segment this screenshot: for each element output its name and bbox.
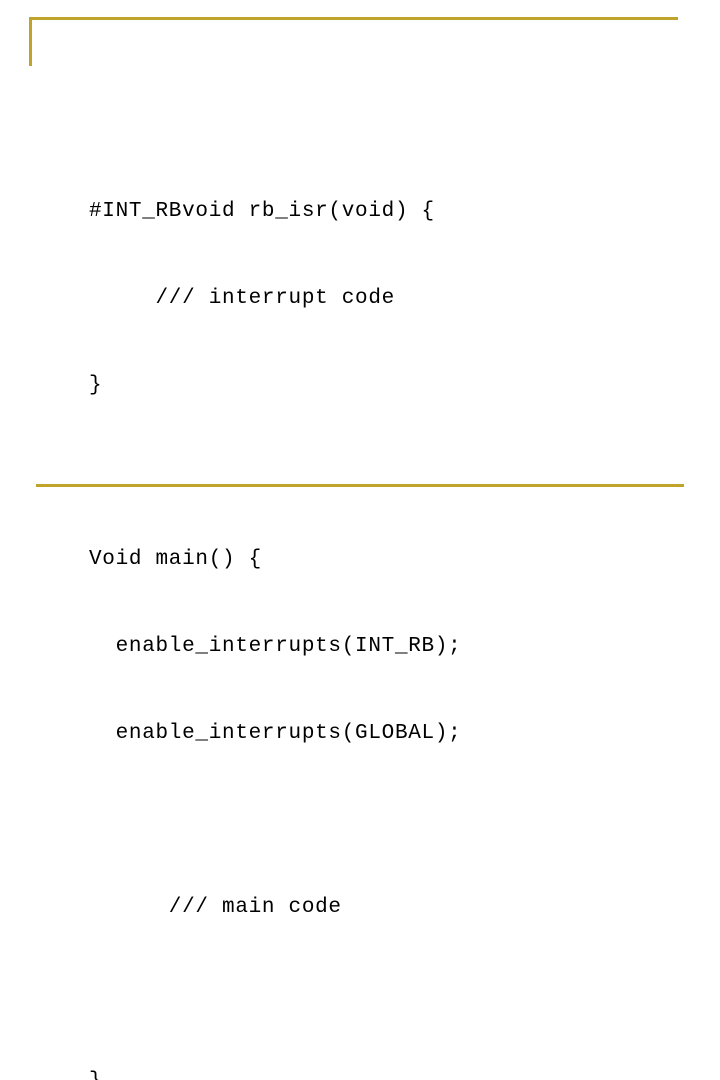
left-gold-rule [29, 17, 32, 66]
top-gold-rule [29, 17, 678, 20]
presentation-slide: #INT_RBvoid rb_isr(void) { /// interrupt… [29, 17, 684, 1080]
code-line: /// main code [89, 896, 342, 919]
code-line: } [89, 1067, 689, 1080]
code-line: enable_interrupts(INT_RB); [89, 635, 462, 658]
code-line: enable_interrupts(GLOBAL); [89, 722, 462, 745]
code-block: #INT_RBvoid rb_isr(void) { /// interrupt… [89, 139, 689, 1080]
code-line-blank [89, 806, 689, 835]
code-line-blank [89, 980, 689, 1009]
code-line-blank [89, 458, 689, 487]
bottom-gold-rule [36, 484, 684, 487]
code-line: /// interrupt code [89, 287, 395, 310]
code-line: Void main() { [89, 548, 262, 571]
code-line: } [89, 374, 103, 397]
code-line: #INT_RBvoid rb_isr(void) { [89, 200, 435, 223]
